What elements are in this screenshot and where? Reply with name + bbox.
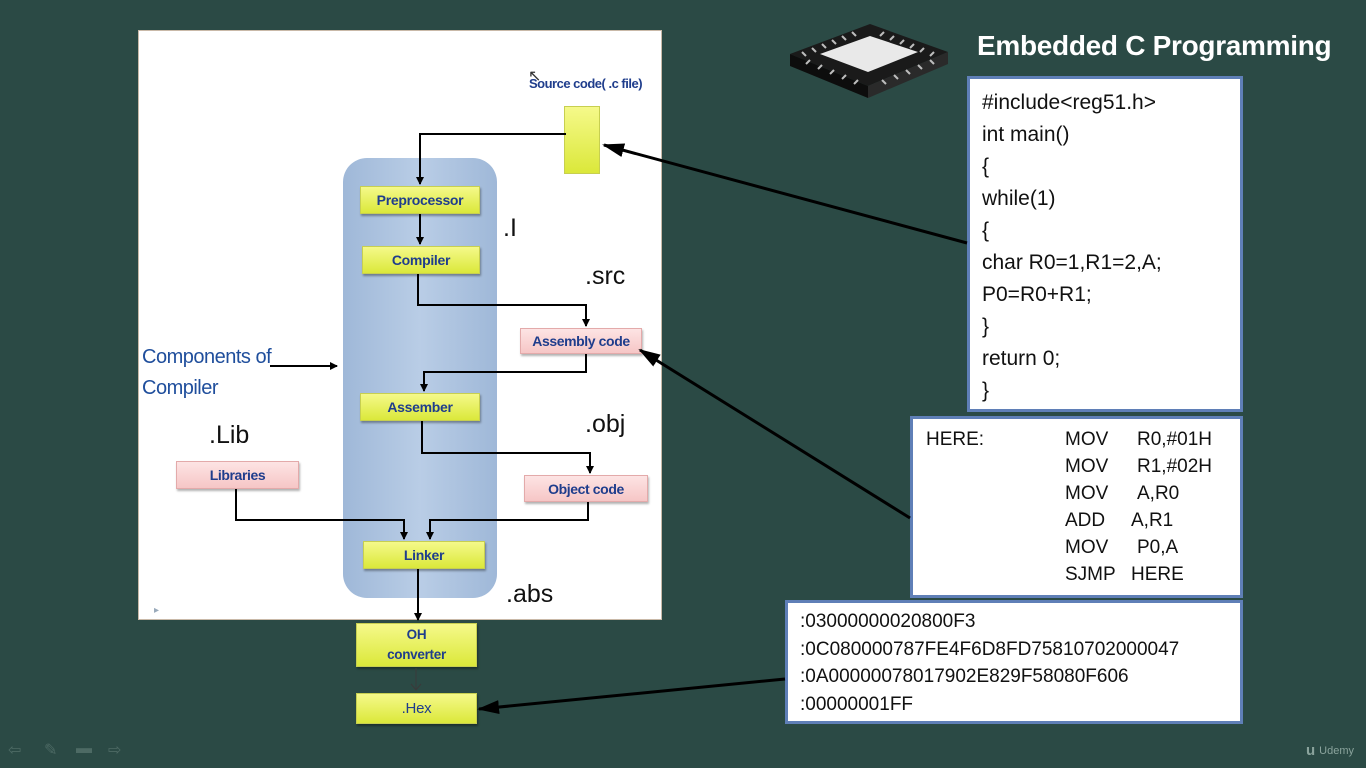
asm-args: P0,A: [1137, 537, 1179, 558]
components-label-line1: Components of: [142, 346, 272, 368]
asm-row: SJMP HERE: [926, 564, 1240, 591]
c-code-line: return 0;: [982, 347, 1061, 370]
components-of-compiler-label: Components of Compiler: [142, 342, 272, 404]
next-icon[interactable]: ⇨: [108, 742, 122, 759]
hex-box: .Hex: [356, 693, 477, 724]
ext-abs-label: .abs: [506, 580, 554, 608]
asm-op: MOV: [1065, 483, 1109, 504]
asm-row: MOV P0,A: [926, 537, 1240, 564]
preprocessor-box: Preprocessor: [360, 186, 480, 214]
ext-obj-label: .obj: [585, 410, 626, 438]
udemy-watermark: u Udemy: [1306, 742, 1354, 759]
c-code-line: int main(): [982, 123, 1070, 146]
asm-op: SJMP: [1065, 564, 1116, 585]
panel-corner-marker: ▸: [154, 605, 160, 616]
asm-args: R1,#02H: [1137, 456, 1212, 477]
slides-icon[interactable]: ▬: [76, 740, 92, 757]
asm-op: MOV: [1065, 429, 1109, 450]
ext-i-label: .I: [503, 214, 517, 242]
components-label-line2: Compiler: [142, 377, 219, 399]
assembly-code-listing: HERE: MOV R0,#01H MOV R1,#02H MOV A,R0 A…: [910, 416, 1243, 598]
asm-label: HERE:: [926, 429, 985, 450]
asm-row: MOV A,R0: [926, 483, 1240, 510]
asm-op: MOV: [1065, 537, 1109, 558]
c-code-line: }: [982, 315, 990, 338]
assembly-code-box: Assembly code: [520, 328, 642, 354]
asm-args: A,R1: [1131, 510, 1174, 531]
linker-box: Linker: [363, 541, 485, 569]
page-title: Embedded C Programming: [977, 30, 1332, 61]
object-code-box: Object code: [524, 475, 648, 502]
ext-src-label: .src: [585, 262, 626, 290]
asm-row: MOV R1,#02H: [926, 456, 1240, 483]
c-code-box: #include<reg51.h> int main() { while(1) …: [967, 76, 1243, 412]
hex-code-box: :03000000020800F3 :0C080000787FE4F6D8FD7…: [785, 600, 1243, 724]
udemy-logo-icon: u: [1306, 742, 1316, 759]
oh-converter-line2: converter: [387, 647, 446, 662]
c-code-line: {: [982, 155, 990, 178]
source-code-label: Source code( .c file): [529, 76, 643, 91]
pen-icon[interactable]: ✎: [44, 742, 58, 759]
asm-args: R0,#01H: [1137, 429, 1212, 450]
asm-row: ADD A,R1: [926, 510, 1240, 537]
asm-args: A,R0: [1137, 483, 1180, 504]
cursor-icon: ↖: [528, 68, 542, 85]
hex-line: :0C080000787FE4F6D8FD75810702000047: [800, 638, 1180, 660]
asm-args: HERE: [1131, 564, 1184, 585]
ext-lib-label: .Lib: [209, 421, 250, 449]
previous-icon[interactable]: ⇦: [8, 742, 22, 759]
assembler-box: Assember: [360, 393, 480, 421]
c-code-line: P0=R0+R1;: [982, 283, 1092, 306]
c-code-line: #include<reg51.h>: [982, 91, 1156, 114]
source-file-icon: [564, 106, 600, 174]
asm-op: ADD: [1065, 510, 1106, 531]
c-code-line: {: [982, 219, 990, 242]
oh-converter-box: OH converter: [356, 623, 477, 667]
chip-icon: [790, 24, 948, 98]
libraries-box: Libraries: [176, 461, 299, 489]
oh-converter-line1: OH: [406, 627, 427, 642]
compiler-box: Compiler: [362, 246, 480, 274]
hex-line: :00000001FF: [800, 693, 914, 715]
asm-row: HERE: MOV R0,#01H: [926, 429, 1240, 456]
c-code-line: char R0=1,R1=2,A;: [982, 251, 1162, 274]
hex-line: :0A00000078017902E829F58080F606: [800, 666, 1129, 687]
hex-line: :03000000020800F3: [800, 611, 976, 632]
asm-op: MOV: [1065, 456, 1109, 477]
udemy-watermark-text: Udemy: [1319, 744, 1355, 757]
c-code-line: }: [982, 379, 990, 402]
c-code-line: while(1): [982, 187, 1056, 210]
